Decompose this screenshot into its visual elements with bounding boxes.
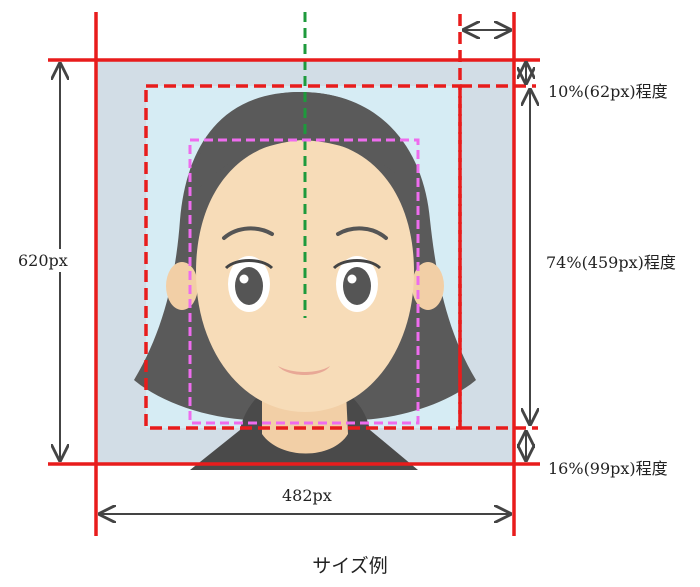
hair-front (188, 92, 424, 200)
left-eyebrow (222, 226, 274, 240)
mouth (278, 366, 330, 375)
bottom-margin-label: 16%(99px)程度 (548, 455, 668, 479)
caption: サイズ例 (312, 555, 388, 577)
left-eye-highlight (239, 274, 249, 284)
face-height-label: 74%(459px)程度 (546, 249, 676, 273)
head-region-box (144, 84, 462, 430)
top-margin-label: 10%(62px)程度 (548, 78, 668, 102)
right-ear (412, 262, 444, 310)
right-eye-iris (343, 267, 371, 305)
right-eyebrow (336, 226, 388, 240)
right-eye-highlight (347, 274, 357, 284)
height-label: 620px (18, 249, 68, 272)
left-eye-iris (235, 267, 263, 305)
width-label: 482px (276, 486, 338, 505)
left-eyelid (224, 259, 274, 270)
left-ear (166, 262, 198, 310)
face-guide-box (188, 138, 420, 425)
right-eyelid (332, 259, 382, 270)
